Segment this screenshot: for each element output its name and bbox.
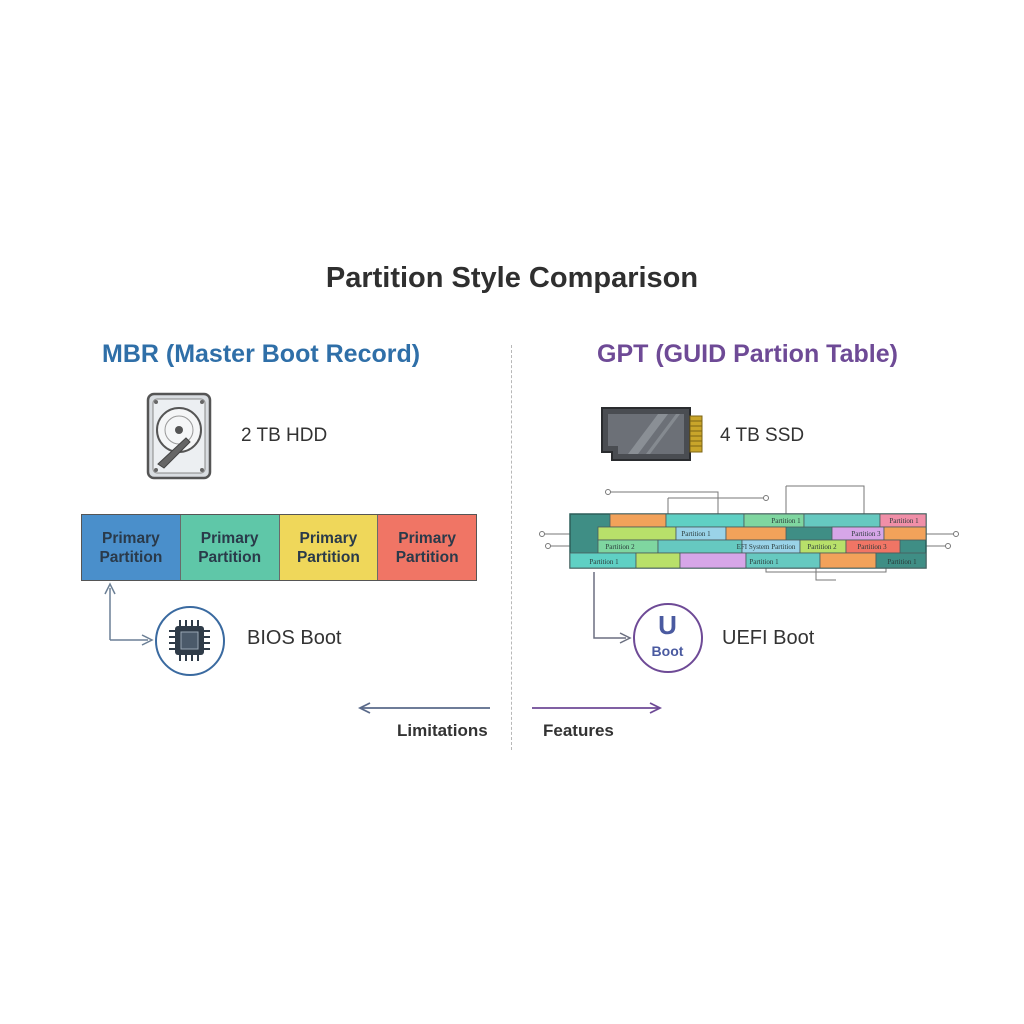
hard-drive-icon: [146, 392, 212, 480]
mbr-drive-label: 2 TB HDD: [241, 425, 328, 446]
gpt-segment-label: Partition 2: [807, 543, 837, 551]
gpt-segment-label: Partition 1: [887, 558, 917, 566]
gpt-heading: GPT (GUID Partion Table): [597, 340, 898, 368]
bios-boot-badge: [155, 606, 225, 676]
gpt-segment: [875, 552, 927, 569]
gpt-segment: [883, 526, 927, 541]
gpt-segment-label: Partition 3: [851, 530, 881, 538]
uefi-boot-label: UEFI Boot: [722, 627, 815, 649]
gpt-segment-label: Partition 1: [589, 558, 619, 566]
gpt-segment: [657, 539, 743, 554]
gpt-segment-label: Partition 1: [889, 517, 919, 525]
limitations-label: Limitations: [397, 721, 488, 740]
limitations-arrow: [357, 702, 490, 714]
gpt-segment-label: Partition 3: [857, 543, 887, 551]
features-arrow: [532, 702, 663, 714]
cpu-chip-icon: [169, 620, 210, 661]
gpt-segment: [819, 552, 877, 569]
features-label: Features: [543, 721, 614, 740]
uefi-boot-badge: U Boot: [633, 603, 703, 673]
gpt-segment-label: Partition 1: [681, 530, 711, 538]
mbr-boot-connector: [104, 582, 154, 646]
mbr-primary-partition-1: Primary Partition: [82, 515, 181, 580]
mbr-primary-partition-4: Primary Partition: [378, 515, 476, 580]
page-title: Partition Style Comparison: [325, 262, 699, 294]
gpt-segment: [803, 513, 881, 528]
gpt-segment-label: Partition 2: [605, 543, 635, 551]
center-divider: [511, 345, 512, 750]
gpt-segment: [665, 513, 745, 528]
uefi-boot-icon: U: [658, 610, 677, 640]
mbr-primary-partition-2: Primary Partition: [180, 515, 280, 580]
gpt-boot-connector: [593, 572, 632, 644]
gpt-segment-label: Partition 1: [771, 517, 801, 525]
gpt-drive-label: 4 TB SSD: [720, 425, 805, 446]
mbr-primary-partition-3: Primary Partition: [279, 515, 379, 580]
gpt-segment-label: EFI System Partition: [737, 543, 796, 551]
bios-boot-label: BIOS Boot: [247, 627, 342, 649]
ssd-icon: [601, 407, 703, 461]
gpt-segment: [725, 526, 787, 541]
gpt-segment: [679, 552, 747, 569]
gpt-segment: [609, 513, 667, 528]
uefi-boot-badge-text: Boot: [651, 643, 684, 659]
gpt-segment: [635, 552, 681, 569]
mbr-heading: MBR (Master Boot Record): [102, 340, 421, 368]
gpt-segment: [597, 526, 677, 541]
gpt-segment-label: Partition 1: [749, 558, 779, 566]
